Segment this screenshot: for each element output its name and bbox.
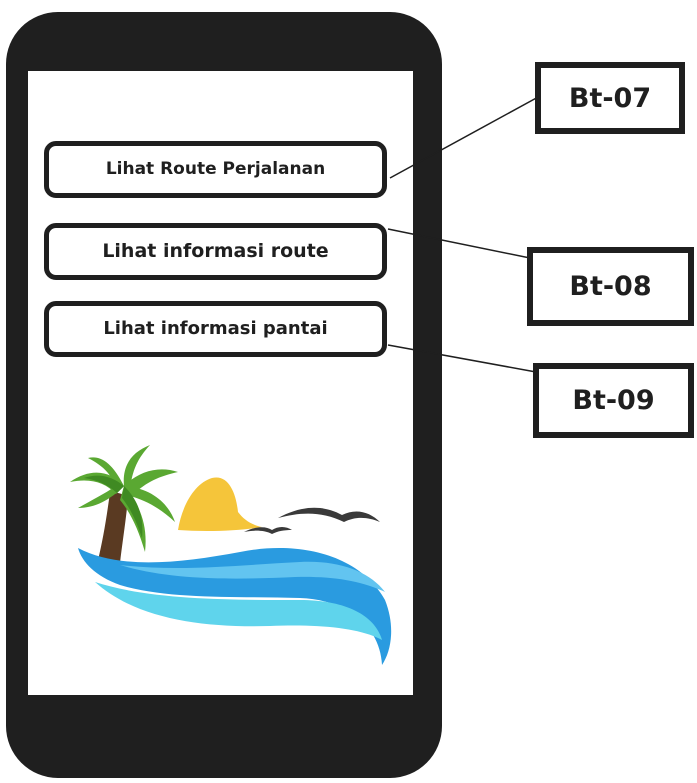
palm-leaves-shade (84, 475, 143, 538)
wave-dark (78, 548, 392, 665)
lihat-informasi-pantai-button[interactable]: Lihat informasi pantai (44, 301, 387, 357)
bird-icon (278, 507, 380, 522)
callout-bt-09: Bt-09 (533, 363, 694, 438)
lihat-informasi-route-button[interactable]: Lihat informasi route (44, 223, 387, 280)
wave-light (95, 582, 382, 640)
palm-trunk (98, 492, 128, 563)
callout-bt-07: Bt-07 (535, 62, 685, 134)
connector-line-bt08 (387, 228, 531, 259)
bird-icon-small (244, 527, 292, 534)
connector-line-bt07 (389, 95, 541, 179)
connector-line-bt09 (387, 344, 537, 373)
callout-bt-08: Bt-08 (527, 247, 694, 326)
lihat-route-perjalanan-button[interactable]: Lihat Route Perjalanan (44, 141, 387, 198)
wave-mid (120, 561, 385, 592)
sun-icon (178, 477, 262, 531)
